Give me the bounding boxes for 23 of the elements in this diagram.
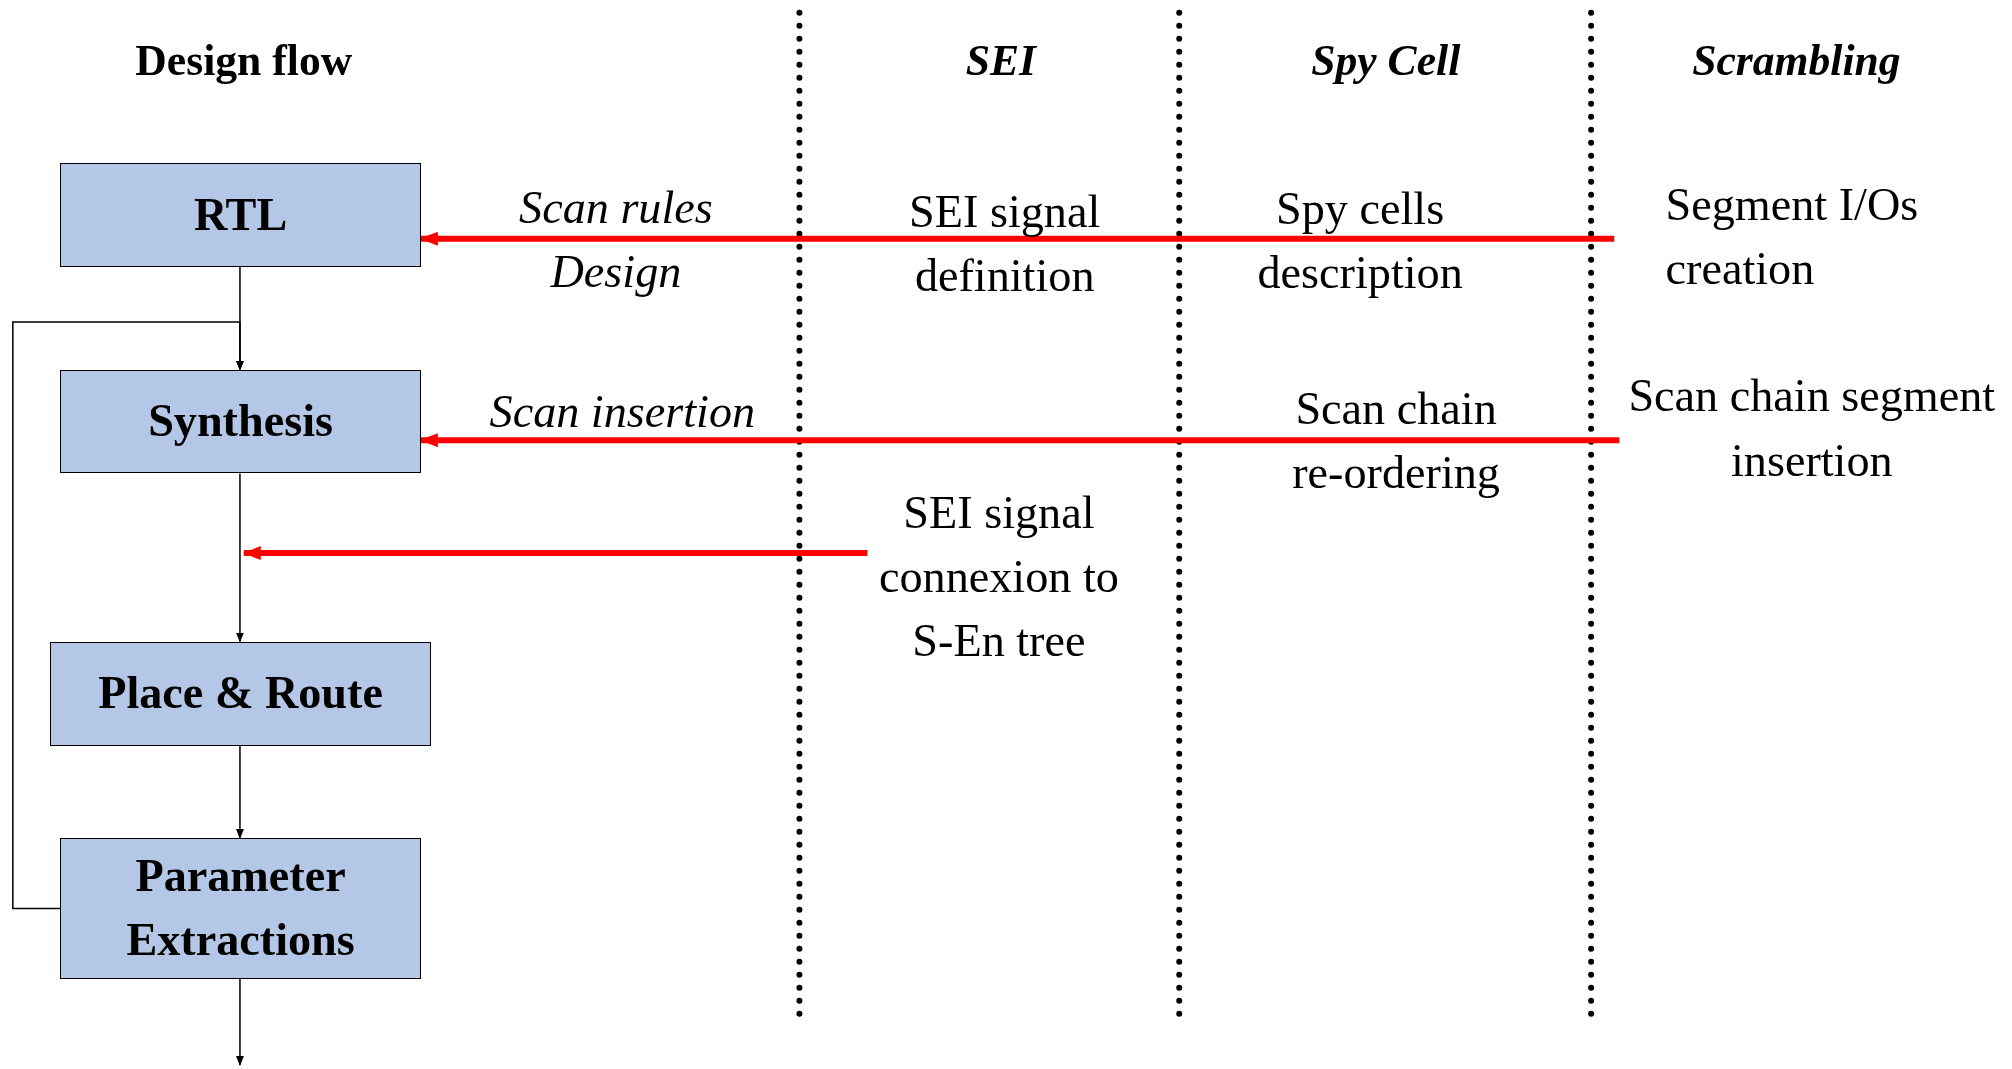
arrow — [242, 546, 868, 561]
arrow — [235, 978, 244, 1067]
arrow — [419, 231, 1615, 246]
column-heading: Scrambling — [1691, 35, 1902, 87]
step-text: Spy cells description — [1256, 182, 1464, 301]
edge-label: Scan rules Design — [518, 180, 714, 299]
step-text: SEI signal connexion to S-En tree — [867, 481, 1131, 674]
process-box: RTL — [60, 162, 421, 267]
process-box: Place & Route — [50, 641, 432, 746]
column-heading: Spy Cell — [1310, 35, 1462, 87]
step-text: SEI signal definition — [908, 184, 1102, 303]
arrow — [12, 321, 244, 910]
step-text: Scan chain segment insertion — [1619, 364, 2005, 493]
process-box: Parameter Extractions — [60, 837, 421, 980]
step-text: Scan chain re-ordering — [1291, 382, 1501, 501]
process-box: Synthesis — [60, 369, 421, 474]
column-heading: SEI — [964, 35, 1038, 87]
step-text: Segment I/Os creation — [1614, 173, 1987, 302]
arrow — [235, 472, 244, 643]
edge-label: Scan insertion — [488, 384, 757, 439]
arrow — [235, 744, 244, 839]
column-heading: Design flow — [134, 35, 354, 87]
arrow — [419, 433, 1620, 448]
